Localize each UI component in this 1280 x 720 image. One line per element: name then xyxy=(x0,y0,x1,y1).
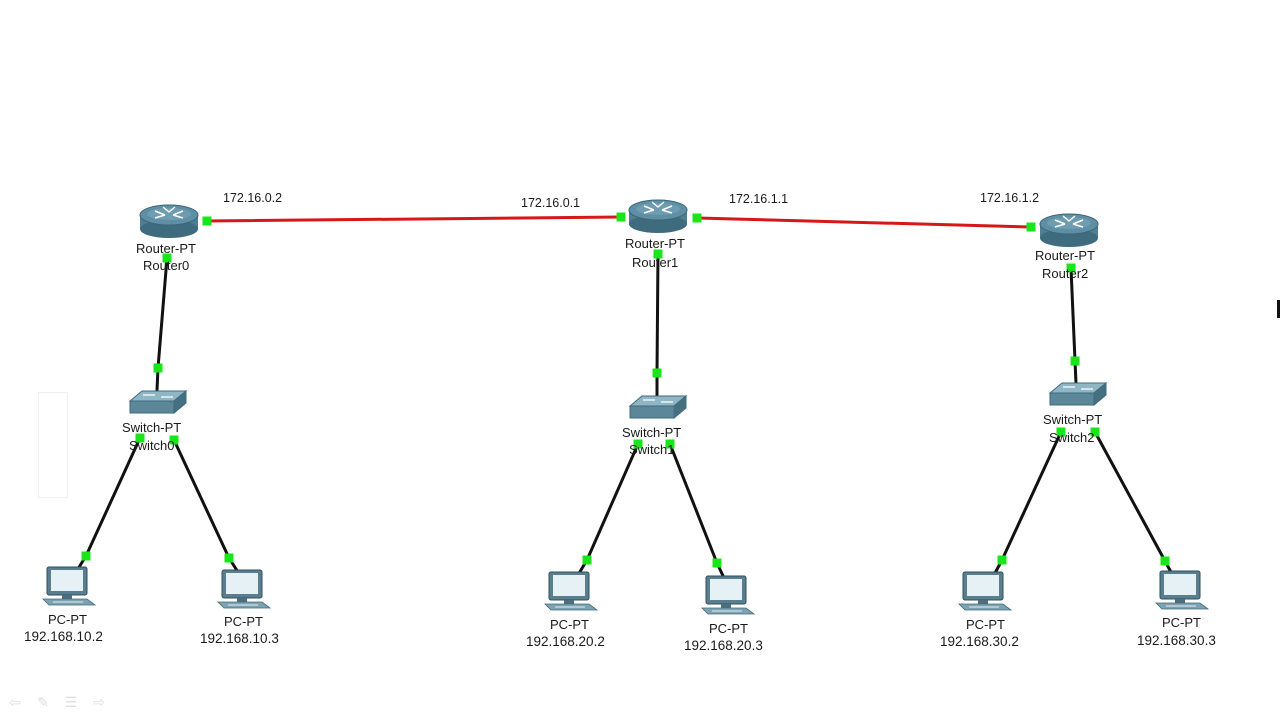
switch-type-label: Switch-PT xyxy=(1043,412,1103,427)
links-group xyxy=(74,215,1174,580)
port-indicator xyxy=(1066,263,1076,273)
lan-link-line xyxy=(655,252,660,375)
pc-icon xyxy=(701,575,756,615)
link-ip-label: 172.16.1.1 xyxy=(729,192,789,206)
pc-type-label: PC-PT xyxy=(1162,615,1201,630)
lan-link-line xyxy=(156,256,169,370)
router-type-label: Router-PT xyxy=(136,241,196,256)
pc-ip-label: 192.168.10.2 xyxy=(24,629,103,644)
link-ip-label: 172.16.0.2 xyxy=(223,191,283,205)
switch-icon xyxy=(1048,381,1108,407)
pc-type-label: PC-PT xyxy=(224,614,263,629)
port-indicator xyxy=(1026,222,1036,232)
faint-panel-outline xyxy=(38,392,68,498)
lan-link-line xyxy=(84,436,142,558)
lan-link-line xyxy=(1000,430,1063,562)
forward-arrow-icon[interactable]: ⇨ xyxy=(93,694,105,710)
pc-type-label: PC-PT xyxy=(550,617,589,632)
pc-ip-label: 192.168.30.3 xyxy=(1137,633,1216,648)
switch-name-label: Switch1 xyxy=(629,442,675,457)
port-indicator xyxy=(997,555,1007,565)
wan-link-line xyxy=(695,216,1033,229)
lan-link-line xyxy=(1069,266,1077,363)
back-arrow-icon[interactable]: ⇦ xyxy=(9,694,21,710)
lan-link-line xyxy=(668,442,719,565)
port-indicator xyxy=(665,439,675,449)
pc-type-label: PC-PT xyxy=(966,617,1005,632)
cursor-marker xyxy=(1277,300,1280,318)
port-indicator xyxy=(616,212,626,222)
switch-icon xyxy=(628,394,688,420)
pc-type-label: PC-PT xyxy=(48,612,87,627)
switch-type-label: Switch-PT xyxy=(122,420,182,435)
pc-icon xyxy=(544,571,599,611)
lan-link-line xyxy=(172,438,231,560)
router-icon xyxy=(628,199,688,233)
port-indicator xyxy=(1160,556,1170,566)
wan-link-line xyxy=(205,215,623,223)
port-indicator xyxy=(1070,356,1080,366)
port-indicator xyxy=(153,363,163,373)
pc-icon xyxy=(1155,570,1210,610)
port-indicator xyxy=(712,558,722,568)
link-ip-label: 172.16.1.2 xyxy=(980,191,1040,205)
switch-name-label: Switch2 xyxy=(1049,430,1095,445)
port-indicator xyxy=(81,551,91,561)
switch-icon xyxy=(128,389,188,415)
lines-icon[interactable]: ☰ xyxy=(64,694,78,710)
pc-icon xyxy=(217,569,272,609)
port-indicator xyxy=(169,435,179,445)
pc-ip-label: 192.168.20.2 xyxy=(526,634,605,649)
port-indicator xyxy=(1056,427,1066,437)
port-indicator xyxy=(633,439,643,449)
router-name-label: Router0 xyxy=(143,258,190,273)
port-indicator xyxy=(224,553,234,563)
switch-name-label: Switch0 xyxy=(129,438,175,453)
router-name-label: Router2 xyxy=(1042,266,1089,281)
switch-type-label: Switch-PT xyxy=(622,425,682,440)
router-name-label: Router1 xyxy=(632,255,679,270)
router-type-label: Router-PT xyxy=(625,236,685,251)
port-indicator xyxy=(692,213,702,223)
pc-ip-label: 192.168.10.3 xyxy=(200,631,279,646)
port-indicator xyxy=(135,433,145,443)
pc-type-label: PC-PT xyxy=(709,621,748,636)
port-indicator xyxy=(162,253,172,263)
lan-link-line xyxy=(585,442,640,562)
port-indicator xyxy=(1090,427,1100,437)
pc-icon xyxy=(958,571,1013,611)
port-indicator xyxy=(582,555,592,565)
link-ip-label: 172.16.0.1 xyxy=(521,196,581,210)
pc-icon xyxy=(42,566,97,606)
pencil-icon[interactable]: ✎ xyxy=(37,694,49,710)
pc-ip-label: 192.168.30.2 xyxy=(940,634,1019,649)
port-indicator xyxy=(653,249,663,259)
port-indicator xyxy=(652,368,662,378)
port-indicator xyxy=(202,216,212,226)
router-type-label: Router-PT xyxy=(1035,248,1095,263)
port-indicators xyxy=(81,212,1170,568)
router-icon xyxy=(1039,213,1099,247)
router-icon xyxy=(139,204,199,238)
corner-toolbar: ⇦ ✎ ☰ ⇨ xyxy=(6,694,108,711)
lan-link-line xyxy=(1093,430,1167,563)
pc-ip-label: 192.168.20.3 xyxy=(684,638,763,653)
